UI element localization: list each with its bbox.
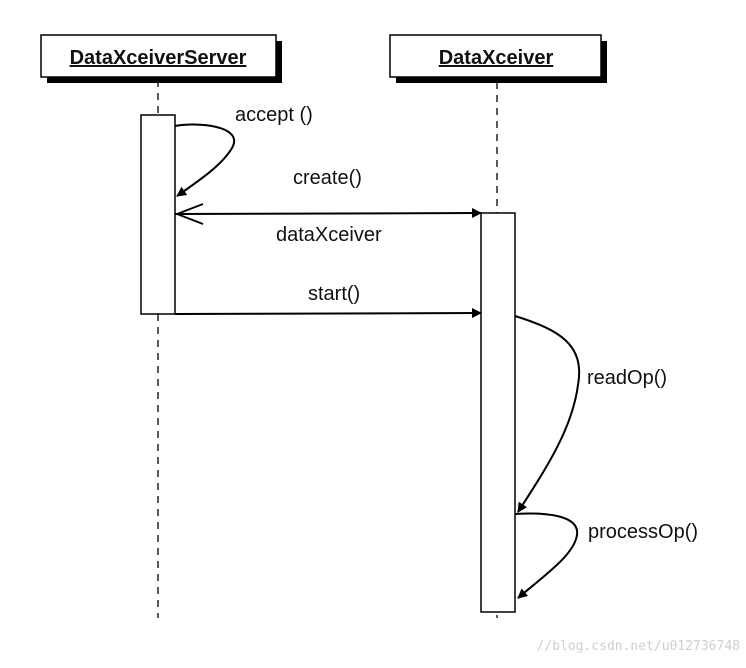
create-label: create() (293, 167, 362, 189)
readop-arrow (514, 315, 581, 513)
activation-xceiver (480, 212, 516, 613)
return-arrowhead (174, 203, 204, 225)
create-arrow (174, 208, 482, 219)
start-arrow (174, 308, 482, 319)
accept-arrow (174, 123, 236, 197)
return-label: dataXceiver (276, 224, 382, 246)
participant-server-name: DataXceiverServer (70, 47, 247, 69)
processop-label: processOp() (588, 521, 698, 543)
start-label: start() (308, 283, 360, 305)
activation-server (140, 114, 176, 315)
participant-server: DataXceiverServer (40, 34, 282, 83)
readop-label: readOp() (587, 367, 667, 389)
processop-arrow (514, 512, 579, 599)
watermark-text: //blog.csdn.net/u012736748 (537, 639, 741, 654)
participant-xceiver-name: DataXceiver (439, 47, 554, 69)
accept-label: accept () (235, 104, 313, 126)
participant-xceiver: DataXceiver (389, 34, 607, 83)
